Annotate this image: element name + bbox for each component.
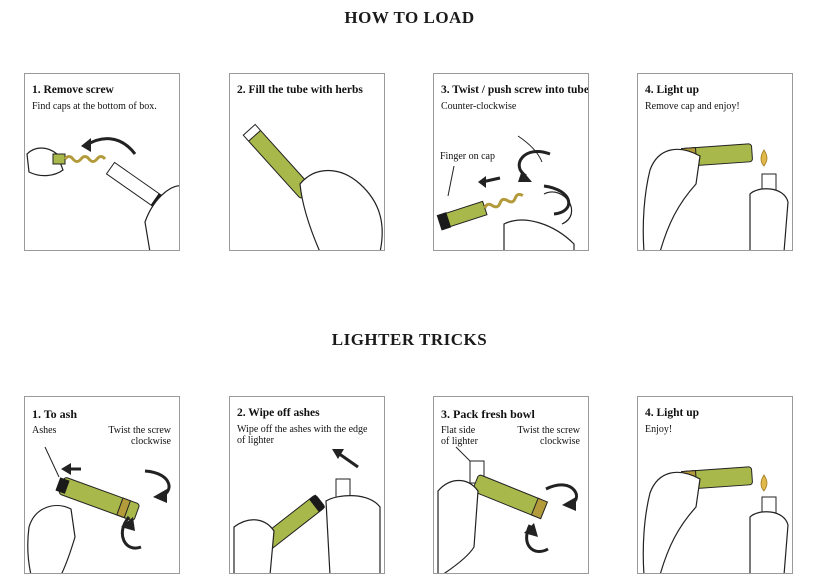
to-ash-illustration	[27, 446, 171, 573]
ashes-label: Ashes	[32, 425, 57, 436]
panel-heading: 3. Twist / push screw into tube	[441, 84, 589, 96]
flat-side-label: Flat side	[441, 425, 476, 436]
panel-light-up-2: 4. Light up Enjoy!	[637, 396, 793, 574]
fill-tube-illustration	[242, 123, 383, 250]
panel-wipe-ashes: 2. Wipe off ashes Wipe off the ashes wit…	[229, 396, 385, 574]
pack-bowl-illustration	[437, 446, 578, 573]
clockwise-label: clockwise	[540, 436, 580, 447]
remove-screw-illustration	[26, 137, 179, 250]
clockwise-label: clockwise	[131, 436, 171, 447]
finger-on-cap-label: Finger on cap	[440, 151, 495, 162]
panel-twist-screw: 3. Twist / push screw into tube Counter-…	[433, 73, 589, 251]
panel-light-up: 4. Light up Remove cap and enjoy!	[637, 73, 793, 251]
panel-subtext: Wipe off the ashes with the edge	[237, 424, 368, 435]
panel-heading: 1. To ash	[32, 407, 78, 421]
panel-pack-fresh-bowl: 3. Pack fresh bowl Flat side of lighter …	[433, 396, 589, 574]
how-to-load-title: HOW TO LOAD	[344, 8, 475, 27]
of-lighter-label: of lighter	[441, 436, 478, 447]
panel-heading: 3. Pack fresh bowl	[441, 407, 535, 421]
panel-heading: 1. Remove screw	[32, 84, 114, 96]
panel-to-ash: 1. To ash Ashes Twist the screw clockwis…	[24, 396, 180, 574]
light-up-illustration	[642, 143, 789, 250]
panel-subtext: Find caps at the bottom of box.	[32, 101, 157, 112]
panel-heading: 2. Fill the tube with herbs	[237, 84, 363, 96]
panel-heading: 4. Light up	[645, 407, 700, 419]
panel-subtext: Enjoy!	[645, 424, 673, 435]
twist-screw-label: Twist the screw	[517, 425, 580, 436]
light-up-illustration	[642, 466, 789, 573]
panel-remove-screw: 1. Remove screw Find caps at the bottom …	[24, 73, 180, 251]
panel-subtext-line2: of lighter	[237, 435, 274, 446]
panel-heading: 4. Light up	[645, 84, 700, 96]
panel-subtext: Remove cap and enjoy!	[645, 101, 740, 112]
panel-fill-tube: 2. Fill the tube with herbs	[229, 73, 385, 251]
wipe-ashes-illustration	[233, 449, 381, 573]
twist-screw-label: Twist the screw	[108, 425, 171, 436]
panel-heading: 2. Wipe off ashes	[237, 407, 320, 419]
lighter-tricks-title: LIGHTER TRICKS	[331, 330, 488, 349]
panel-subtext: Counter-clockwise	[441, 101, 517, 112]
twist-screw-illustration	[436, 135, 575, 250]
